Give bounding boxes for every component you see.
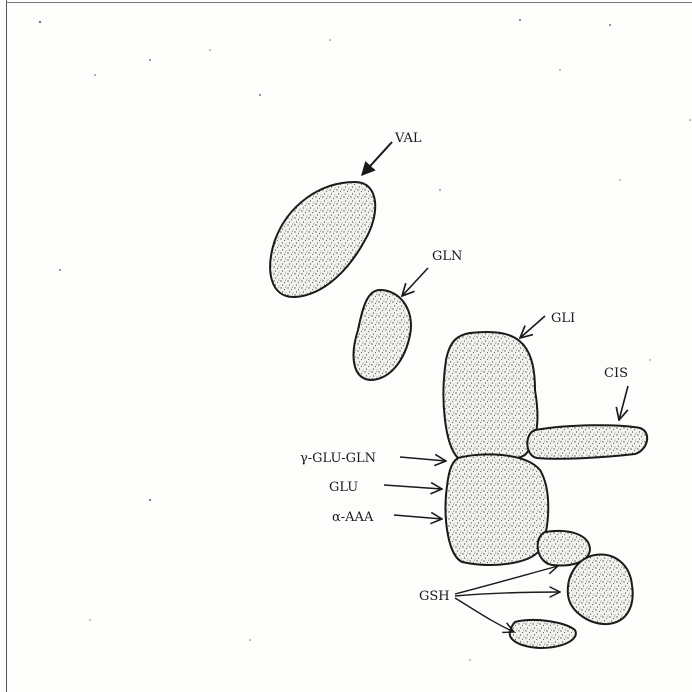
label-cis: CIS (604, 366, 628, 381)
arrow-val (362, 142, 392, 175)
label-gsh: GSH (419, 589, 450, 604)
spot-val (270, 182, 375, 297)
arrow-gln (402, 268, 428, 296)
arrow-cis (619, 386, 628, 420)
spot-gln (354, 290, 411, 380)
label-gln: GLN (432, 249, 462, 264)
arrow-gsh-to-right (455, 592, 560, 596)
spot-gli (443, 332, 537, 464)
arrow-alpha-aaa (394, 515, 442, 519)
label-glu: GLU (329, 480, 358, 495)
arrow-gsh-to-upper (455, 566, 558, 594)
label-gamma-glu-gln: γ-GLU-GLN (300, 451, 376, 466)
spot-glu-cluster (446, 454, 549, 564)
spot-gsh-lower (510, 620, 576, 648)
label-val: VAL (394, 131, 422, 146)
arrow-gsh-to-lower (455, 598, 514, 632)
arrow-gamma-glu-gln (400, 457, 446, 461)
spot-cis (527, 425, 647, 459)
spot-gsh-right (568, 555, 633, 624)
arrow-gli (520, 316, 545, 338)
label-gli: GLI (551, 311, 575, 326)
arrow-glu (384, 485, 442, 489)
label-alpha-aaa: α-AAA (332, 510, 374, 525)
